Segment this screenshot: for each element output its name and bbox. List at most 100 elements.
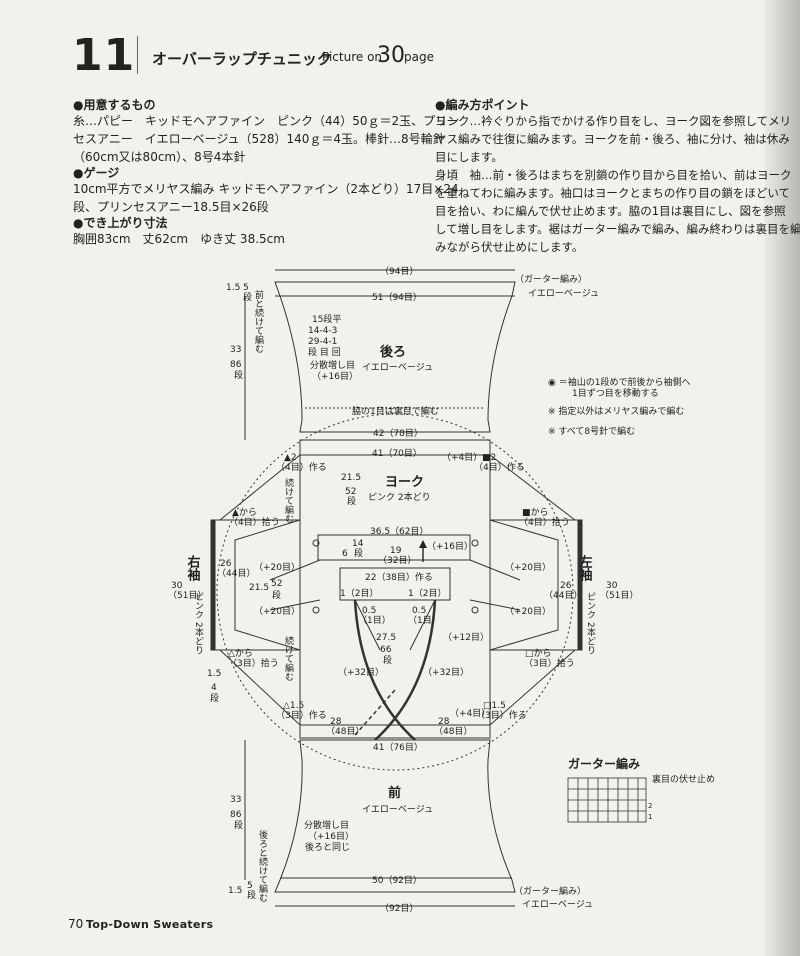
materials-line: セスアニー イエローベージュ（528）140ｇ＝4玉。棒針…8号輪針 (73, 132, 445, 146)
yoke-one-left: 1（2目） (340, 588, 378, 599)
right-sleeve-h52-unit: 段 (272, 589, 281, 601)
left-sleeve-w26: 26 (560, 581, 572, 591)
back-height-unit: 段 (234, 369, 243, 381)
yoke-h275-rows: 66 (380, 645, 392, 655)
back-garter-label: （ガーター編み） (515, 273, 587, 285)
note-line: 1目ずつ目を移動する (572, 387, 659, 399)
yoke-half-left: 0.5 (362, 606, 376, 616)
yoke-one-right: 1（2目） (408, 588, 446, 599)
yoke-color: ピンク 2本どり (368, 491, 431, 503)
right-sleeve-dtri-pick-2: （3目）拾う (228, 657, 279, 669)
garter-chart-label: 裏目の伏せ止め (652, 773, 715, 785)
yoke-h1-unit: 段 (347, 495, 356, 507)
front-color: イエローベージュ (362, 805, 433, 815)
left-sleeve-sq-pick-2: （4目）拾う (519, 516, 570, 528)
points-line: を重ねてわに編みます。袖口はヨークとまちの作り目の鎖をほどいて (435, 186, 791, 200)
right-sleeve-plus20b: （+20目） (254, 606, 300, 617)
points-line: ヨーク…衿ぐりから指でかける作り目をし、ヨーク図を参照してメリ (435, 114, 792, 128)
front-inc-note: （+16目） (308, 831, 354, 842)
left-sleeve-wsq-pick: □から (525, 648, 552, 659)
note-line: ◉ ＝袖山の1段めで前後から袖側へ (548, 376, 690, 388)
garter-chart-row: 1 (648, 813, 652, 821)
right-sleeve-dtri-make-2: （3目）作る (276, 709, 327, 721)
yoke-h275-unit: 段 (383, 654, 392, 666)
points-line: ヤス編みで往復に編みます。ヨークを前・後ろ、袖に分け、袖は休み (435, 132, 790, 146)
front-inc-note: 後ろと同じ (305, 841, 350, 853)
front-height-rows: 86 (230, 810, 242, 820)
title-divider (137, 36, 138, 74)
back-name: 後ろ (380, 344, 406, 360)
yoke-half-right: 0.5 (412, 606, 426, 616)
finished-size-text: 胸囲83cm 丈62cm ゆき丈 38.5cm (73, 232, 285, 246)
gauge-line: 10cm平方でメリヤス編み キッドモヘアファイン（2本どり）17目×24 (73, 182, 459, 196)
yoke-plus4-br: （+4目） (450, 708, 490, 719)
yoke-bottom-width: 41（76目） (373, 742, 423, 753)
materials-heading: ●用意するもの (73, 98, 156, 112)
yoke-w22: 22（38目）作る (365, 571, 433, 583)
right-sleeve-w26: 26 (220, 559, 232, 569)
yoke-h6: 6 (342, 549, 348, 559)
front-hem-note: 後ろと続けて編む (257, 829, 268, 902)
right-sleeve-tri-top-2: （4目）作る (276, 461, 327, 473)
yoke-cont-note: 続けて編む (283, 477, 294, 523)
yoke-h275: 27.5 (376, 633, 396, 643)
right-sleeve-dtri-pick: △から (228, 648, 253, 659)
yoke-w28-right-st: （48目） (434, 726, 472, 737)
back-inc-table: 15段平 (312, 313, 341, 325)
front-bottom-width: （92目） (380, 903, 418, 914)
back-purl-note: 脇の1目は裏目で編む (352, 405, 439, 417)
right-sleeve-tri-pick-2: （4目）拾う (229, 516, 280, 528)
back-hem: 1.5 (226, 283, 240, 293)
yoke-top-width: 41（70目） (372, 448, 422, 459)
left-sleeve-wsq-make: □1.5 (483, 701, 506, 711)
back-hem-note: 前と続けて編む (253, 289, 264, 353)
left-sleeve-sq-top: ■2 (482, 453, 496, 463)
yoke-plus16: （+16目） (427, 541, 473, 552)
yoke-outline (299, 439, 491, 739)
points-line: 目を拾い、わに編んで伏せ止めます。脇の1目は裏目にし、図を参照 (435, 204, 786, 218)
right-sleeve-tri-pick: ▲から (232, 507, 257, 518)
right-sleeve-h52: 52 (271, 579, 282, 589)
front-name: 前 (388, 785, 401, 801)
back-piece-outline (274, 281, 516, 433)
picture-page-number: 30 (377, 43, 405, 68)
yoke-plus32-right: （+32目） (423, 667, 469, 678)
yoke-h14-unit: 段 (354, 547, 363, 559)
book-page-edge (764, 0, 800, 956)
front-piece-outline (274, 739, 516, 893)
left-sleeve-plus20b: （+20目） (505, 606, 551, 617)
left-sleeve-plus20a: （+20目） (505, 562, 551, 573)
back-hem-rows: 5 (243, 283, 249, 293)
yoke-w19: 19 (390, 546, 402, 556)
left-sleeve-name: 左袖 (577, 554, 593, 582)
right-sleeve-w215: 21.5 (249, 583, 269, 593)
back-inc-note: （+16目） (312, 371, 358, 382)
front-hem: 1.5 (228, 886, 242, 896)
left-sleeve-wsq-make-2: （3目）作る (476, 709, 527, 721)
left-sleeve-sq-pick: ■から (522, 507, 549, 518)
front-garter-color: イエローベージュ (522, 900, 593, 910)
back-garter-color: イエローベージュ (528, 289, 599, 299)
left-sleeve-w30-st: （51目） (600, 590, 638, 601)
right-sleeve-color: ピンク 2本どり (193, 592, 204, 655)
right-sleeve-hem-unit: 段 (210, 692, 219, 704)
yoke-width-365: 36.5（62目） (370, 526, 429, 537)
right-sleeve-plus20a: （+20目） (254, 562, 300, 573)
front-hem-unit: 段 (247, 889, 256, 901)
gauge-heading: ●ゲージ (73, 166, 120, 180)
front-width: 50（92目） (372, 875, 422, 886)
yoke-half-left-st: （1目） (358, 615, 391, 626)
book-title: Top-Down Sweaters (86, 918, 214, 931)
yoke-plus12: （+12目） (443, 632, 489, 643)
front-height-unit: 段 (234, 819, 243, 831)
points-line: みながら伏せ止めにします。 (435, 240, 584, 254)
yoke-w28-left: 28 (330, 717, 342, 727)
right-sleeve-hem-rows: 4 (211, 683, 217, 693)
front-inc-note: 分散増し目 (304, 819, 349, 831)
right-sleeve-name: 右袖 (185, 554, 202, 582)
right-sleeve-dtri-make: △1.5 (283, 701, 304, 711)
right-sleeve-w30-st: （51目） (168, 590, 206, 601)
yoke-cont-note-2: 続けて編む (283, 635, 294, 681)
front-garter-label: （ガーター編み） (514, 885, 586, 897)
